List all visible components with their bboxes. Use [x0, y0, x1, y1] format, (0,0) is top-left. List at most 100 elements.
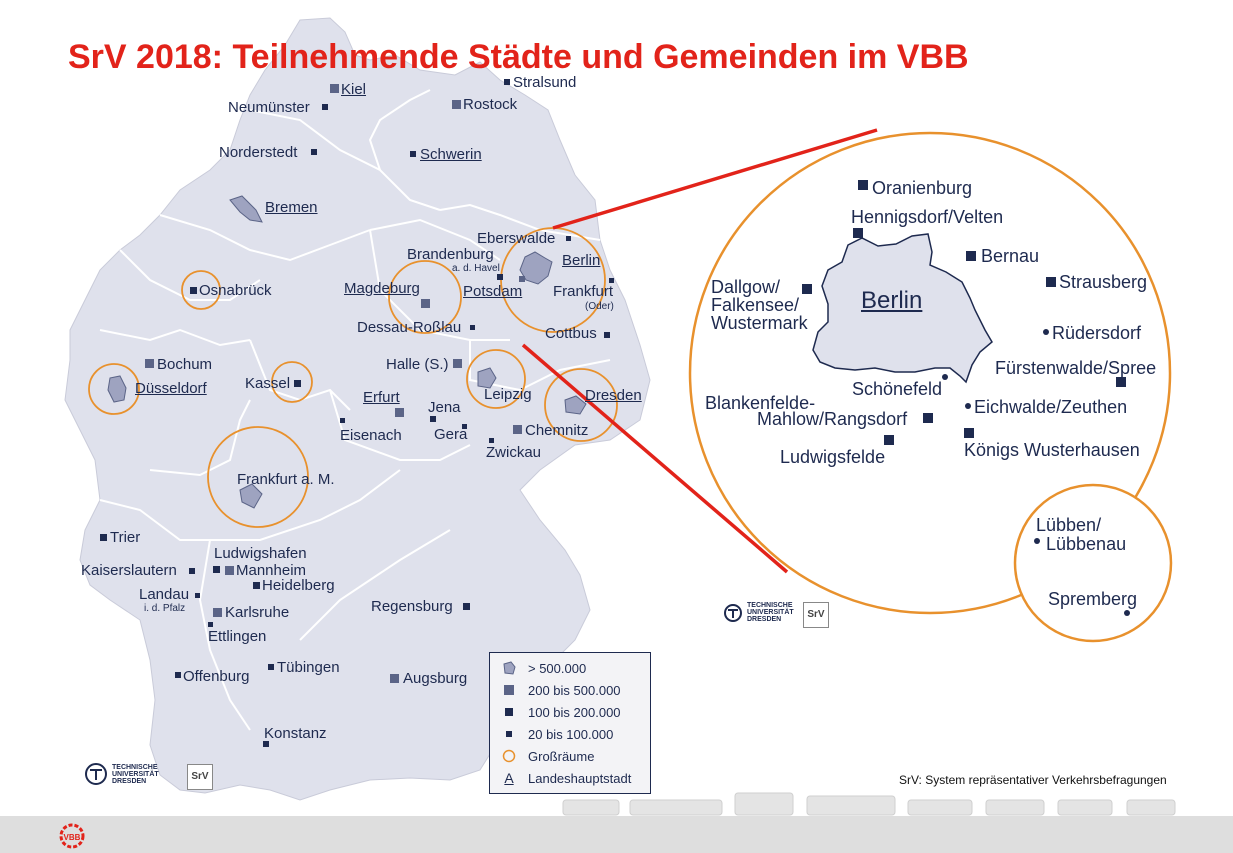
label-halle: Halle (S.) — [386, 356, 449, 373]
marker-ettlingen — [208, 622, 213, 627]
marker-kiel — [330, 84, 339, 93]
vbb-logo-icon: VBB — [59, 823, 85, 849]
label-duesseldorf: Düsseldorf — [135, 380, 207, 397]
zoom-marker-fuerstenwalde — [1116, 377, 1126, 387]
connector-line-bottom — [521, 343, 789, 574]
label-frankfurt-oder-sub: (Oder) — [585, 301, 614, 312]
label-jena: Jena — [428, 399, 461, 416]
zoom-label-oranienburg: Oranienburg — [872, 178, 973, 198]
legend-label: Großräume — [528, 748, 595, 764]
zoom-marker-koenigs-wusterhausen — [964, 428, 974, 438]
marker-konstanz — [263, 741, 269, 747]
city-area-bremen — [229, 195, 263, 223]
tud-emblem-icon — [724, 603, 742, 622]
zoom-label-bernau: Bernau — [981, 246, 1040, 266]
small-square-icon — [500, 725, 518, 743]
label-regensburg: Regensburg — [371, 598, 453, 615]
marker-magdeburg — [421, 299, 430, 308]
region-circle-duesseldorf — [88, 363, 140, 415]
zoom-label-ruedersdorf: Rüdersdorf — [1052, 323, 1142, 343]
tud-emblem-icon — [85, 763, 107, 785]
marker-karlsruhe — [213, 608, 222, 617]
label-zwickau: Zwickau — [486, 444, 542, 461]
label-frankfurt-main: Frankfurt a. M. — [237, 471, 335, 488]
label-frankfurt-oder: Frankfurt — [553, 283, 614, 300]
label-eisenach: Eisenach — [340, 427, 402, 444]
marker-halle — [453, 359, 462, 368]
city-markers — [100, 79, 614, 747]
label-augsburg: Augsburg — [403, 670, 468, 687]
legend-row: Großräume — [500, 747, 594, 765]
label-bremen: Bremen — [265, 199, 318, 216]
zoom-marker-spremberg — [1124, 610, 1130, 616]
city-area-leipzig — [477, 367, 497, 389]
legend-row: 100 bis 200.000 — [500, 703, 621, 721]
label-dresden: Dresden — [585, 387, 642, 404]
label-brandenburg: Brandenburg — [407, 246, 494, 263]
marker-mannheim — [225, 566, 234, 575]
berlin-zoom-circle — [688, 131, 1172, 615]
label-bochum: Bochum — [157, 356, 213, 373]
city-area-berlin — [519, 251, 553, 285]
label-neumuenster: Neumünster — [228, 99, 310, 116]
marker-potsdam — [519, 276, 525, 282]
zoom-label-ludwigsfelde: Ludwigsfelde — [780, 447, 886, 467]
tud-logo: TECHNISCHE UNIVERSITÄT DRESDEN — [84, 762, 159, 786]
label-brandenburg-sub: a. d. Havel — [452, 263, 500, 274]
marker-neumuenster — [322, 104, 328, 110]
label-karlsruhe: Karlsruhe — [225, 604, 290, 621]
region-circle-kassel — [271, 361, 313, 403]
region-circle-dresden — [544, 368, 618, 442]
city-area-dresden — [564, 395, 587, 415]
marker-ludwigshafen — [213, 566, 220, 573]
zoom-label-spremberg: Spremberg — [1048, 589, 1138, 609]
zoom-label-koenigs-wusterhausen: Königs Wusterhausen — [964, 440, 1140, 460]
label-kiel: Kiel — [341, 81, 367, 98]
zoom-label-dallgow-3: Wustermark — [711, 313, 808, 333]
zoom-marker-strausberg — [1046, 277, 1056, 287]
berlin-zoom-shape — [812, 233, 993, 384]
marker-dessau — [470, 325, 475, 330]
page-title: SrV 2018: Teilnehmende Städte und Gemein… — [68, 38, 969, 76]
zoom-marker-blankenfelde — [923, 413, 933, 423]
label-ludwigshafen: Ludwigshafen — [214, 545, 307, 562]
zoom-label-dallgow-2: Falkensee/ — [711, 295, 800, 315]
medium-square-icon — [500, 703, 518, 721]
zoom-marker-eichwalde — [965, 403, 971, 409]
luebben-zoom-circle — [1013, 483, 1173, 643]
marker-cottbus — [604, 332, 610, 338]
zoom-markers — [802, 180, 1130, 616]
zoom-label-fuerstenwalde: Fürstenwalde/Spree — [995, 358, 1157, 378]
zoom-label-luebben-1: Lübben/ — [1036, 515, 1102, 535]
marker-augsburg — [390, 674, 399, 683]
region-circle-leipzig — [466, 349, 526, 409]
label-leipzig: Leipzig — [484, 386, 532, 403]
label-heidelberg: Heidelberg — [262, 577, 335, 594]
footer-note: SrV: System repräsentativer Verkehrsbefr… — [899, 773, 1167, 787]
vehicle-silhouettes — [562, 792, 1176, 816]
label-stralsund: Stralsund — [513, 74, 577, 91]
zoom-label-luebben-2: Lübbenau — [1046, 534, 1127, 554]
label-magdeburg: Magdeburg — [344, 280, 420, 297]
label-norderstedt: Norderstedt — [219, 144, 298, 161]
tud-logo-small: TECHNISCHE UNIVERSITÄT DRESDEN — [723, 602, 794, 623]
label-eberswalde: Eberswalde — [477, 230, 556, 247]
underlined-a-icon: A — [504, 770, 514, 786]
legend-label: 20 bis 100.000 — [528, 726, 614, 742]
orange-circle-icon — [500, 747, 518, 765]
marker-kaiserslautern — [189, 568, 195, 574]
legend-label: 100 bis 200.000 — [528, 704, 621, 720]
legend-row: > 500.000 — [500, 659, 586, 677]
marker-norderstedt — [311, 149, 317, 155]
legend-label: 200 bis 500.000 — [528, 682, 621, 698]
marker-zwickau — [489, 438, 494, 443]
zoom-label-dallgow-1: Dallgow/ — [711, 277, 781, 297]
marker-brandenburg — [497, 274, 503, 280]
zoom-label-hennigsdorf: Hennigsdorf/Velten — [851, 207, 1004, 227]
marker-rostock — [452, 100, 461, 109]
zoom-marker-bernau — [966, 251, 976, 261]
svg-text:VBB: VBB — [64, 833, 81, 842]
label-cottbus: Cottbus — [545, 325, 597, 342]
map-legend: > 500.000 200 bis 500.000 100 bis 200.00… — [489, 652, 651, 794]
